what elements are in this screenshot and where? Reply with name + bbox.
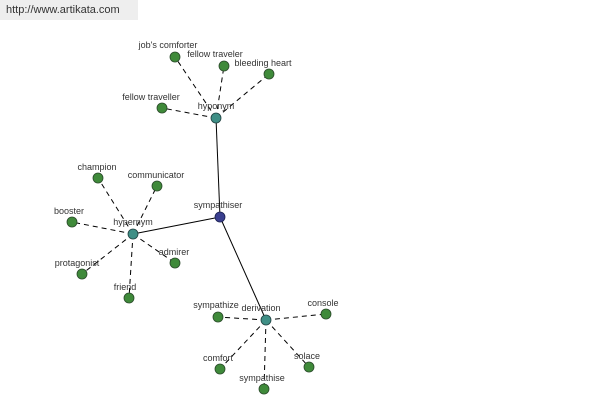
node-job-s-comforter[interactable] — [169, 51, 181, 63]
edge-derivation-sympathise — [263, 319, 267, 390]
edge-root-hypernym — [132, 216, 221, 235]
node-label-sympathize: sympathize — [193, 300, 239, 310]
edge-derivation-console — [265, 313, 327, 321]
edge-hypernym-booster — [71, 221, 134, 235]
node-sympathise[interactable] — [258, 383, 270, 395]
node-label-hypernym: hypernym — [113, 217, 153, 227]
node-label-derivation: derivation — [241, 303, 280, 313]
edge-layer — [71, 56, 327, 390]
edge-hypernym-friend — [128, 233, 134, 299]
edge-hypernym-champion — [97, 177, 134, 235]
node-sympathize[interactable] — [212, 311, 224, 323]
node-friend[interactable] — [123, 292, 135, 304]
edge-hyponym-job-s-comforter — [174, 56, 217, 119]
source-url[interactable]: http://www.artikata.com — [0, 0, 138, 20]
node-label-friend: friend — [114, 282, 137, 292]
node-label-job-s-comforter: job's comforter — [138, 40, 198, 50]
node-label-sympathise: sympathise — [239, 373, 285, 383]
node-communicator[interactable] — [151, 180, 163, 192]
node-label-protagonist: protagonist — [55, 258, 100, 268]
node-admirer[interactable] — [169, 257, 181, 269]
node-label-console: console — [307, 298, 338, 308]
node-layer — [66, 51, 332, 395]
edge-derivation-sympathize — [217, 316, 267, 321]
node-label-fellow-traveler: fellow traveler — [187, 49, 243, 59]
node-label-sympathiser: sympathiser — [194, 200, 243, 210]
node-derivation[interactable] — [260, 314, 272, 326]
node-protagonist[interactable] — [76, 268, 88, 280]
node-fellow-traveler[interactable] — [218, 60, 230, 72]
node-fellow-traveller[interactable] — [156, 102, 168, 114]
edge-derivation-solace — [265, 319, 310, 368]
node-hypernym[interactable] — [127, 228, 139, 240]
edge-hyponym-bleeding-heart — [215, 73, 270, 119]
edge-root-derivation — [219, 216, 267, 321]
edge-derivation-comfort — [219, 319, 267, 370]
node-label-comfort: comfort — [203, 353, 234, 363]
node-label-champion: champion — [77, 162, 116, 172]
node-label-communicator: communicator — [128, 170, 185, 180]
node-label-admirer: admirer — [159, 247, 190, 257]
node-bleeding-heart[interactable] — [263, 68, 275, 80]
node-solace[interactable] — [303, 361, 315, 373]
node-sympathiser[interactable] — [214, 211, 226, 223]
node-console[interactable] — [320, 308, 332, 320]
node-label-bleeding-heart: bleeding heart — [234, 58, 292, 68]
node-comfort[interactable] — [214, 363, 226, 375]
node-label-solace: solace — [294, 351, 320, 361]
edge-hyponym-fellow-traveller — [161, 107, 217, 119]
node-label-hyponym: hyponym — [198, 101, 235, 111]
node-label-booster: booster — [54, 206, 84, 216]
edge-root-hyponym — [215, 117, 221, 218]
edge-hypernym-protagonist — [81, 233, 134, 275]
node-booster[interactable] — [66, 216, 78, 228]
node-champion[interactable] — [92, 172, 104, 184]
node-hyponym[interactable] — [210, 112, 222, 124]
node-label-fellow-traveller: fellow traveller — [122, 92, 180, 102]
